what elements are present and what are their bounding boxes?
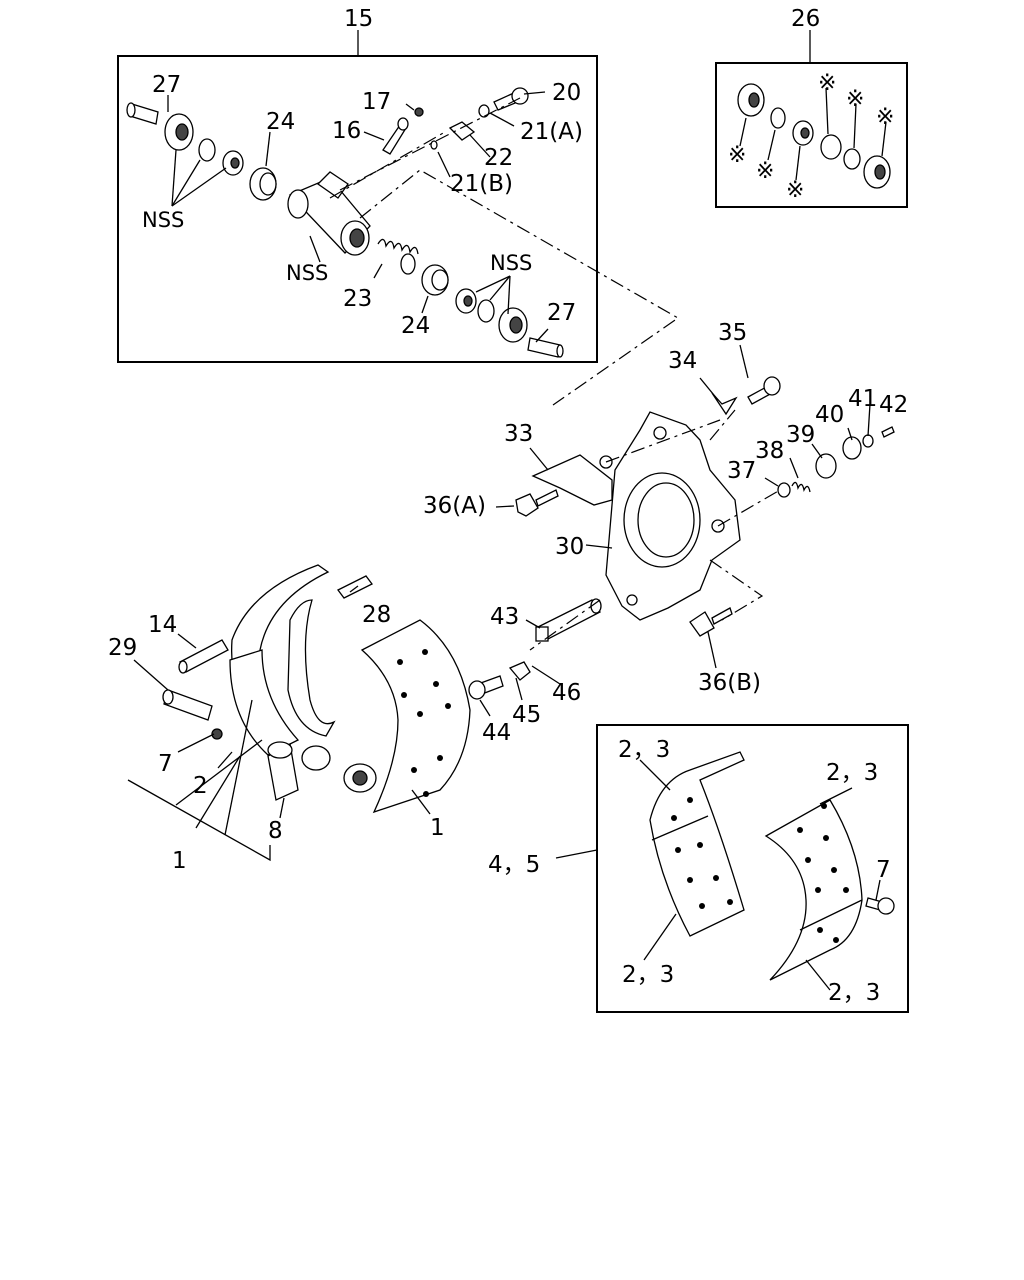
repair-kit-frame xyxy=(715,62,908,208)
label-34: 34 xyxy=(668,348,697,374)
label-45-kit: 4，5 xyxy=(488,852,540,878)
label-38: 38 xyxy=(755,438,784,464)
label-23-a: 2，3 xyxy=(618,737,670,763)
backing-plate-group xyxy=(468,344,895,717)
label-ast-1: ※ xyxy=(728,143,746,168)
label-7a: 7 xyxy=(158,751,173,777)
label-ast-6: ※ xyxy=(876,105,894,130)
lining-kit-frame xyxy=(596,724,909,1013)
label-44: 44 xyxy=(482,720,511,746)
label-16: 16 xyxy=(332,118,361,144)
brake-shoes-group xyxy=(127,564,471,862)
label-27b: 27 xyxy=(547,300,576,326)
label-46: 46 xyxy=(552,680,581,706)
label-23: 23 xyxy=(343,286,372,312)
label-nss-3: NSS xyxy=(490,251,532,275)
wheel-cylinder-group xyxy=(126,30,811,406)
label-30: 30 xyxy=(555,534,584,560)
label-8: 8 xyxy=(268,818,283,844)
label-1a: 1 xyxy=(172,848,187,874)
repair-kit-group xyxy=(737,83,891,189)
label-36a: 36(A) xyxy=(423,493,486,519)
label-7b: 7 xyxy=(876,857,891,883)
label-45: 45 xyxy=(512,702,541,728)
label-nss-2: NSS xyxy=(286,261,328,285)
label-23-c: 2，3 xyxy=(622,962,674,988)
label-33: 33 xyxy=(504,421,533,447)
label-41: 41 xyxy=(848,386,877,412)
label-ast-5: ※ xyxy=(846,87,864,112)
label-36b: 36(B) xyxy=(698,670,761,696)
label-21a: 21(A) xyxy=(520,119,583,145)
label-29: 29 xyxy=(108,635,137,661)
label-20: 20 xyxy=(552,80,581,106)
label-21b: 21(B) xyxy=(450,171,513,197)
label-37: 37 xyxy=(727,458,756,484)
label-14: 14 xyxy=(148,612,177,638)
label-39: 39 xyxy=(786,422,815,448)
label-22: 22 xyxy=(484,145,513,171)
part-labels: 15 26 27 24 17 16 20 21(A) 22 21(B) NSS … xyxy=(108,6,908,1006)
label-27a: 27 xyxy=(152,72,181,98)
label-24a: 24 xyxy=(266,109,295,135)
label-28: 28 xyxy=(362,602,391,628)
label-43: 43 xyxy=(490,604,519,630)
label-1b: 1 xyxy=(430,815,445,841)
label-40: 40 xyxy=(815,402,844,428)
label-ast-3: ※ xyxy=(786,178,804,203)
label-23-b: 2，3 xyxy=(826,760,878,786)
label-42: 42 xyxy=(879,392,908,418)
label-24b: 24 xyxy=(401,313,430,339)
label-15: 15 xyxy=(344,6,373,32)
label-26: 26 xyxy=(791,6,820,32)
label-23-d: 2，3 xyxy=(828,980,880,1006)
label-35: 35 xyxy=(718,320,747,346)
label-ast-4: ※ xyxy=(818,71,836,96)
label-17: 17 xyxy=(362,89,391,115)
label-ast-2: ※ xyxy=(756,159,774,184)
label-2: 2 xyxy=(193,773,208,799)
label-nss-1: NSS xyxy=(142,208,184,232)
lining-kit-group xyxy=(555,751,895,991)
